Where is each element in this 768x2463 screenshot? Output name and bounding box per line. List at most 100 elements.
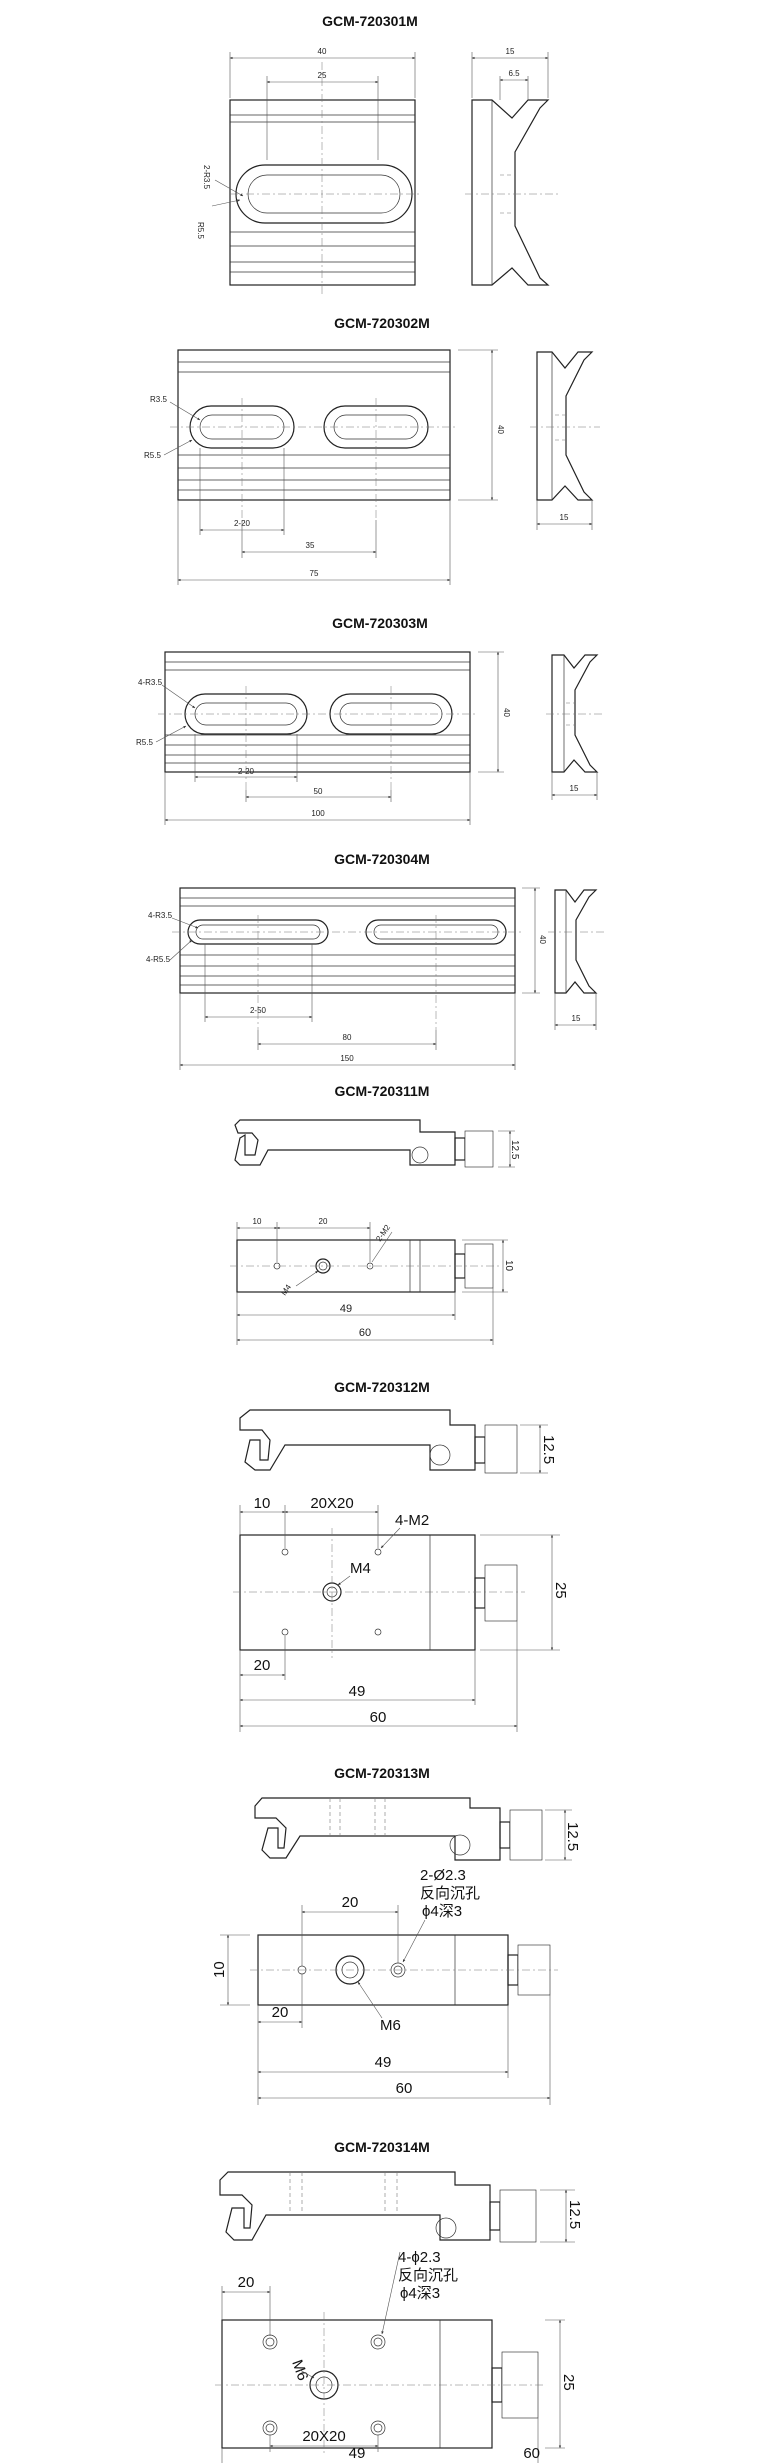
- knob-icon: [484, 1424, 518, 1474]
- label-hole-spec-3: ϕ4深3: [422, 1903, 462, 1920]
- label-radius-small: 4-R3.5: [148, 911, 173, 920]
- label-radius-large: R5.5: [136, 738, 153, 747]
- part-title: GCM-720313M: [334, 1765, 430, 1781]
- dim-height: 12.5: [540, 1435, 557, 1464]
- dim-side-depth: 15: [570, 784, 579, 793]
- top-view: 10 20X20 4-M2 M4 25 20 49 60: [233, 1495, 569, 1732]
- label-thread-center: M4: [279, 1282, 293, 1297]
- label-thread-center: M6: [288, 2358, 311, 2383]
- dim-bottom-spacing: 20: [254, 1657, 271, 1674]
- side-view: 15: [546, 654, 604, 800]
- dim-width: 25: [552, 1582, 569, 1599]
- label-thread-center: M4: [350, 1560, 371, 1577]
- dim-hole-grid: 20X20: [310, 1495, 353, 1512]
- dim-slot-spacing: 25: [318, 71, 327, 80]
- label-radius-large: R5.5: [144, 451, 161, 460]
- dim-width: 10: [503, 1260, 514, 1272]
- dim-slot-travel: 2-50: [250, 1006, 267, 1015]
- dim-offset: 10: [254, 1495, 271, 1512]
- label-radius-large: R5.5: [196, 222, 205, 239]
- dim-slot-spacing: 50: [314, 787, 323, 796]
- side-view: 15 6.5: [465, 47, 560, 286]
- label-thread-center: M6: [380, 2017, 401, 2034]
- dim-side-depth: 15: [572, 1014, 581, 1023]
- dim-top-spacing: 20: [238, 2274, 255, 2291]
- part-title: GCM-720302M: [334, 315, 430, 331]
- dim-bottom-spacing: 20: [272, 2004, 289, 2021]
- dim-top-spacing: 20: [342, 1894, 359, 1911]
- front-view: 40 25 2-R3.5 R5.5: [196, 47, 420, 295]
- part-720311m: GCM-720311M 12.5 10: [230, 1083, 520, 1345]
- side-view: 12.5: [219, 2171, 583, 2243]
- dim-hole-spacing: 20: [319, 1217, 328, 1226]
- label-radius-small: R3.5: [150, 395, 167, 404]
- label-radius-large: 4-R5.5: [146, 955, 171, 964]
- part-720314m: GCM-720314M 12.5: [215, 2139, 583, 2463]
- label-thread-small: 4-M2: [395, 1512, 429, 1529]
- side-view: 12.5: [254, 1797, 581, 1861]
- top-view: 20 4-ϕ2.3 反向沉孔 ϕ4深3 M6 25 20X20 49 60: [215, 2249, 577, 2463]
- dim-height: 40: [496, 425, 505, 434]
- label-radius-small: 4-R3.5: [138, 678, 163, 687]
- dim-49: 49: [375, 2054, 392, 2071]
- knob-icon: [464, 1130, 494, 1168]
- dim-height: 40: [502, 708, 511, 717]
- dim-hole-grid: 20X20: [302, 2428, 345, 2445]
- dim-width: 40: [318, 47, 327, 56]
- dim-slot-spacing: 35: [306, 541, 315, 550]
- dim-60: 60: [396, 2080, 413, 2097]
- part-title: GCM-720303M: [332, 615, 428, 631]
- part-720303m: GCM-720303M 40 4-R3.5 R5.5: [136, 615, 604, 825]
- dim-height: 12.5: [564, 1822, 581, 1851]
- dim-60: 60: [359, 1327, 371, 1339]
- part-title: GCM-720301M: [322, 13, 418, 29]
- dim-height: 12.5: [509, 1140, 520, 1160]
- dim-60: 60: [370, 1709, 387, 1726]
- side-view: 15: [548, 889, 604, 1030]
- dim-side-depth: 15: [560, 513, 569, 522]
- top-view: 10 20 2-M2 M4 10 49 60: [230, 1217, 514, 1345]
- side-view: 12.5: [239, 1409, 557, 1474]
- top-view: 20 2-Ø2.3 反向沉孔 ϕ4深3 10 20 M6 49 60: [211, 1867, 558, 2105]
- part-720313m: GCM-720313M 12.5: [211, 1765, 581, 2105]
- label-hole-spec-2: 反向沉孔: [420, 1885, 480, 1902]
- dim-length: 150: [340, 1054, 354, 1063]
- part-720312m: GCM-720312M 12.5 10: [233, 1379, 569, 1732]
- dim-height: 40: [538, 935, 547, 944]
- part-720302m: GCM-720302M 40 R3.5 R5.5: [144, 315, 600, 585]
- front-view: 40 4-R3.5 4-R5.5 2-50 80 150: [146, 887, 547, 1070]
- dim-length: 100: [311, 809, 325, 818]
- label-hole-spec-2: 反向沉孔: [398, 2267, 458, 2284]
- dim-60: 60: [523, 2445, 540, 2462]
- dim-width: 25: [560, 2374, 577, 2391]
- front-view: 40 4-R3.5 R5.5 2-20 50 100: [136, 651, 511, 825]
- part-title: GCM-720304M: [334, 851, 430, 867]
- dim-offset: 10: [253, 1217, 262, 1226]
- side-view: 15: [530, 351, 600, 530]
- knob-icon: [499, 2189, 537, 2243]
- part-title: GCM-720311M: [335, 1083, 430, 1099]
- dim-49: 49: [340, 1303, 352, 1315]
- label-hole-spec-1: 4-ϕ2.3: [398, 2249, 441, 2266]
- label-hole-spec-3: ϕ4深3: [400, 2285, 440, 2302]
- knob-icon: [484, 1564, 518, 1622]
- dim-49: 49: [349, 1683, 366, 1700]
- dim-side-depth: 15: [506, 47, 515, 56]
- part-720301m: GCM-720301M 40 25 2-R3.5 R5.5: [196, 13, 560, 295]
- dim-side-offset: 6.5: [508, 69, 520, 78]
- dim-49: 49: [349, 2445, 366, 2462]
- dim-slot-travel: 2-20: [238, 767, 255, 776]
- knob-icon: [509, 1809, 543, 1861]
- label-hole-spec-1: 2-Ø2.3: [420, 1867, 466, 1884]
- side-view: 12.5: [234, 1119, 520, 1168]
- dim-width: 10: [211, 1961, 228, 1978]
- front-view: 40 R3.5 R5.5 2-20 35 75: [144, 349, 505, 585]
- part-title: GCM-720314M: [334, 2139, 430, 2155]
- label-radius-small: 2-R3.5: [202, 165, 211, 190]
- part-title: GCM-720312M: [334, 1379, 430, 1395]
- dim-length: 75: [310, 569, 319, 578]
- dim-slot-spacing: 80: [343, 1033, 352, 1042]
- dim-height: 12.5: [566, 2200, 583, 2229]
- part-720304m: GCM-720304M 40 4-R3.5 4-R5.5: [146, 851, 604, 1070]
